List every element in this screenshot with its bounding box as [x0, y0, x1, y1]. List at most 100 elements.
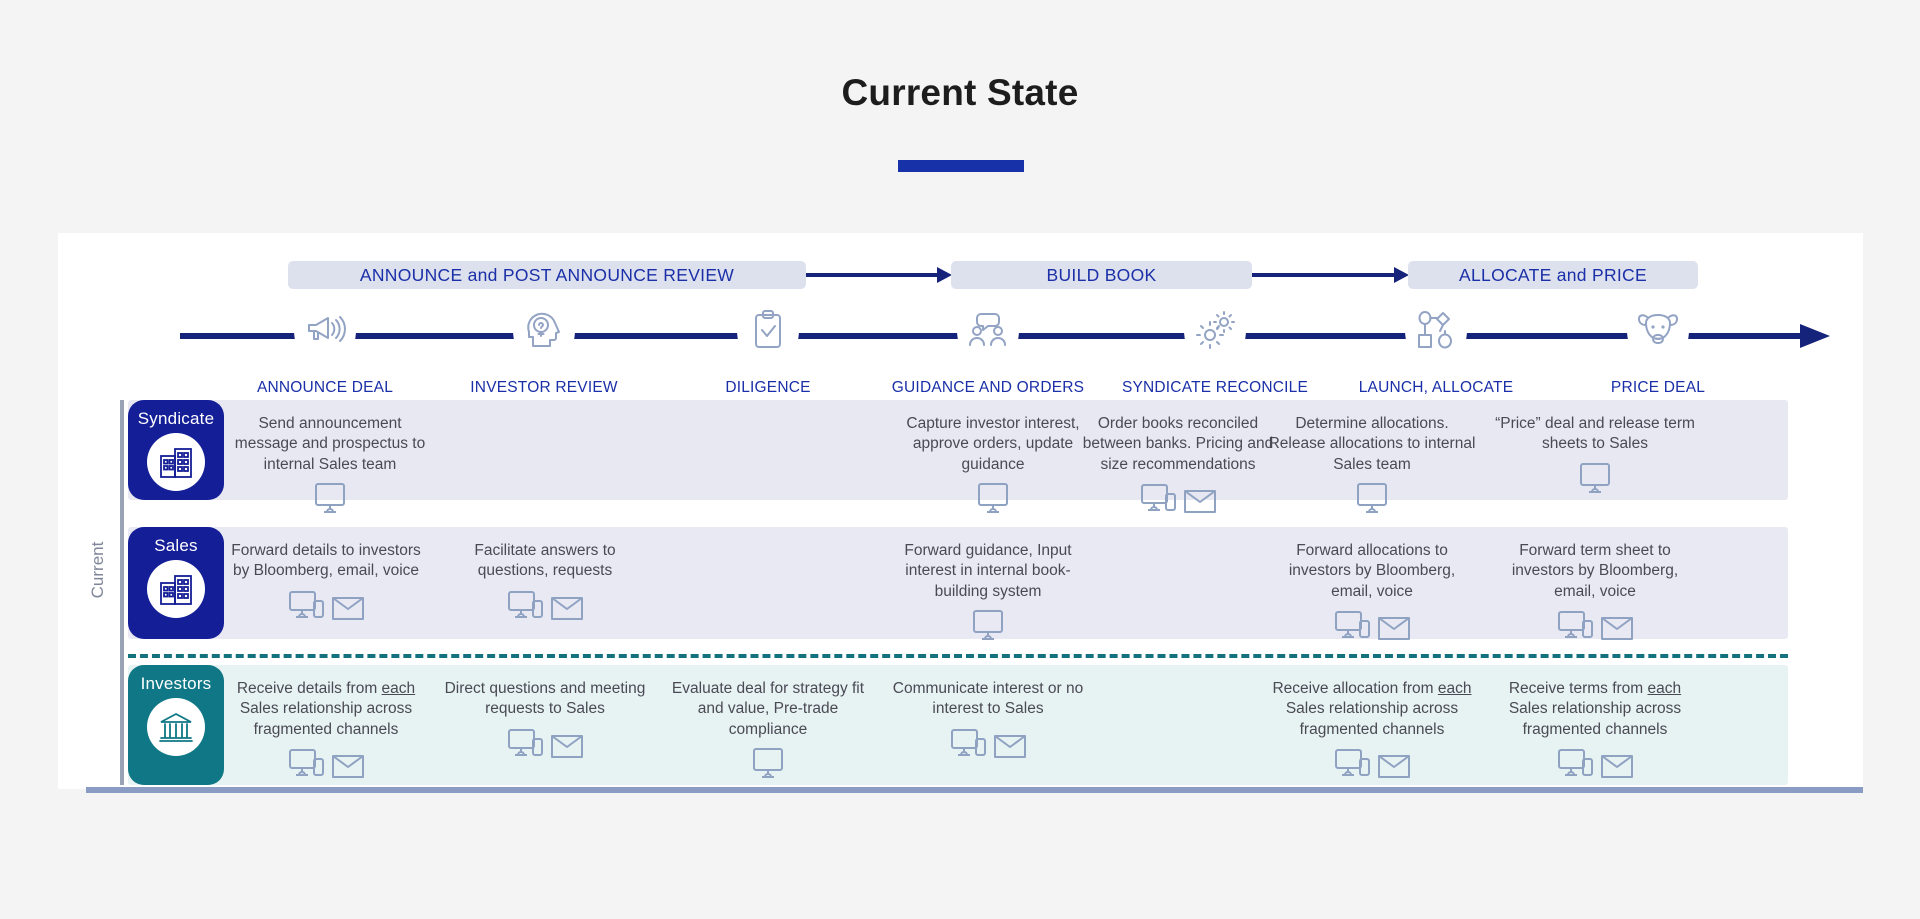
- clipboard-check-icon: [737, 291, 799, 369]
- cell-text: Facilitate answers to questions, request…: [474, 542, 616, 580]
- network-nodes-icon: [1405, 291, 1467, 369]
- monitor-phone-icon: [1334, 749, 1370, 777]
- cell-text: Order books reconciled between banks. Pr…: [1082, 415, 1274, 473]
- monitor-phone-icon: [288, 590, 324, 618]
- lane-cell: Receive allocation from each Sales relat…: [1267, 679, 1477, 779]
- page-title: Current State: [841, 72, 1079, 113]
- cell-text: Communicate interest or no interest to S…: [892, 680, 1084, 718]
- lane-row-investors: [128, 665, 1788, 785]
- envelope-icon: [1377, 755, 1410, 779]
- lane-cell: Order books reconciled between banks. Pr…: [1073, 414, 1283, 514]
- lane-row-syndicate: [128, 400, 1788, 500]
- lane-cell: “Price” deal and release term sheets to …: [1490, 414, 1700, 494]
- office-buildings-icon: [147, 433, 205, 491]
- stage-label: INVESTOR REVIEW: [470, 379, 618, 396]
- lane-cell: Forward allocations to investors by Bloo…: [1267, 541, 1477, 641]
- monitor-phone-icon: [950, 728, 986, 756]
- cell-text: Direct questions and meeting requests to…: [444, 680, 646, 718]
- phase-arrow-1: [806, 267, 952, 283]
- phase-banner-build-book[interactable]: BUILD BOOK: [951, 261, 1252, 289]
- phase-banner-announce[interactable]: ANNOUNCE and POST ANNOUNCE REVIEW: [288, 261, 806, 289]
- lane-badge-label: Investors: [140, 674, 212, 693]
- bull-head-icon: [1627, 291, 1689, 369]
- arrow-shaft: [806, 273, 938, 277]
- gears-icon: [1184, 291, 1246, 369]
- monitor-phone-icon: [1557, 611, 1593, 639]
- cell-icons: [440, 725, 650, 759]
- monitor-icon: [978, 483, 1008, 514]
- cell-text: Receive terms from each Sales relationsh…: [1508, 680, 1682, 738]
- stage-announce-deal[interactable]: ANNOUNCE DEAL: [225, 291, 425, 397]
- phase-banner-allocate-price[interactable]: ALLOCATE and PRICE: [1408, 261, 1698, 289]
- current-label-text: Current: [88, 541, 107, 599]
- office-buildings-icon: [147, 560, 205, 618]
- stage-investor-review[interactable]: INVESTOR REVIEW: [444, 291, 644, 397]
- monitor-phone-icon: [507, 590, 543, 618]
- cell-text: Send announcement message and prospectus…: [234, 415, 426, 473]
- stage-guidance-and-orders[interactable]: GUIDANCE AND ORDERS: [888, 291, 1088, 397]
- stage-launch-allocate[interactable]: LAUNCH, ALLOCATE: [1336, 291, 1536, 397]
- cell-text: Determine allocations. Release allocatio…: [1268, 415, 1476, 473]
- envelope-icon: [331, 596, 364, 620]
- title-accent-bar: [898, 160, 1024, 172]
- monitor-phone-icon: [507, 728, 543, 756]
- people-group-icon: [957, 291, 1019, 369]
- cell-icons: [221, 745, 431, 779]
- phase-label: ANNOUNCE and POST ANNOUNCE REVIEW: [359, 264, 735, 285]
- phase-label: BUILD BOOK: [1046, 264, 1157, 285]
- lane-row-sales: [128, 527, 1788, 639]
- cell-text: Forward allocations to investors by Bloo…: [1288, 542, 1456, 600]
- envelope-icon: [550, 734, 583, 758]
- cell-text: “Price” deal and release term sheets to …: [1495, 415, 1695, 453]
- stage-syndicate-reconcile[interactable]: SYNDICATE RECONCILE: [1115, 291, 1315, 397]
- envelope-icon: [1183, 490, 1216, 514]
- lane-cell: Direct questions and meeting requests to…: [440, 679, 650, 759]
- current-side-label: Current: [78, 400, 124, 785]
- envelope-icon: [550, 596, 583, 620]
- stage-label: DILIGENCE: [725, 379, 811, 396]
- stage-label: GUIDANCE AND ORDERS: [891, 379, 1085, 396]
- monitor-phone-icon: [1557, 749, 1593, 777]
- lane-cell: Receive terms from each Sales relationsh…: [1490, 679, 1700, 779]
- lane-badge-syndicate[interactable]: Syndicate: [128, 400, 224, 500]
- cell-icons: [883, 725, 1093, 759]
- cell-text: Forward details to investors by Bloomber…: [231, 542, 421, 580]
- stage-price-deal[interactable]: PRICE DEAL: [1558, 291, 1758, 397]
- card-base-bar: [86, 787, 1863, 793]
- monitor-icon: [753, 748, 783, 779]
- lane-badge-investors[interactable]: Investors: [128, 665, 224, 785]
- lane-cell: Forward guidance, Input interest in inte…: [883, 541, 1093, 641]
- head-lightbulb-icon: [513, 291, 575, 369]
- lane-badge-sales[interactable]: Sales: [128, 527, 224, 639]
- lane-cell: Receive details from each Sales relation…: [221, 679, 431, 779]
- lane-divider-dashed: [128, 654, 1788, 658]
- envelope-icon: [1600, 755, 1633, 779]
- monitor-icon: [1580, 462, 1610, 493]
- cell-text: Evaluate deal for strategy fit and value…: [671, 680, 865, 738]
- lane-badge-label: Sales: [154, 536, 198, 555]
- monitor-phone-icon: [1334, 611, 1370, 639]
- monitor-icon: [315, 483, 345, 514]
- cell-text: Receive allocation from each Sales relat…: [1272, 680, 1472, 738]
- cell-text: Forward term sheet to investors by Bloom…: [1511, 542, 1679, 600]
- stage-label: LAUNCH, ALLOCATE: [1358, 379, 1514, 396]
- cell-icons: [888, 480, 1098, 514]
- cell-icons: [221, 587, 431, 621]
- lane-cell: Determine allocations. Release allocatio…: [1267, 414, 1477, 514]
- monitor-icon: [973, 610, 1003, 641]
- envelope-icon: [1377, 617, 1410, 641]
- cell-icons: [1267, 480, 1477, 514]
- lane-cell: Send announcement message and prospectus…: [225, 414, 435, 514]
- cell-icons: [1073, 480, 1283, 514]
- megaphone-icon: [294, 291, 356, 369]
- stage-label: ANNOUNCE DEAL: [256, 379, 394, 396]
- lane-cell: Forward details to investors by Bloomber…: [221, 541, 431, 621]
- monitor-phone-icon: [288, 749, 324, 777]
- envelope-icon: [1600, 617, 1633, 641]
- cell-icons: [1490, 745, 1700, 779]
- cell-icons: [883, 607, 1093, 641]
- envelope-icon: [331, 755, 364, 779]
- monitor-icon: [1357, 483, 1387, 514]
- stage-diligence[interactable]: DILIGENCE: [668, 291, 868, 397]
